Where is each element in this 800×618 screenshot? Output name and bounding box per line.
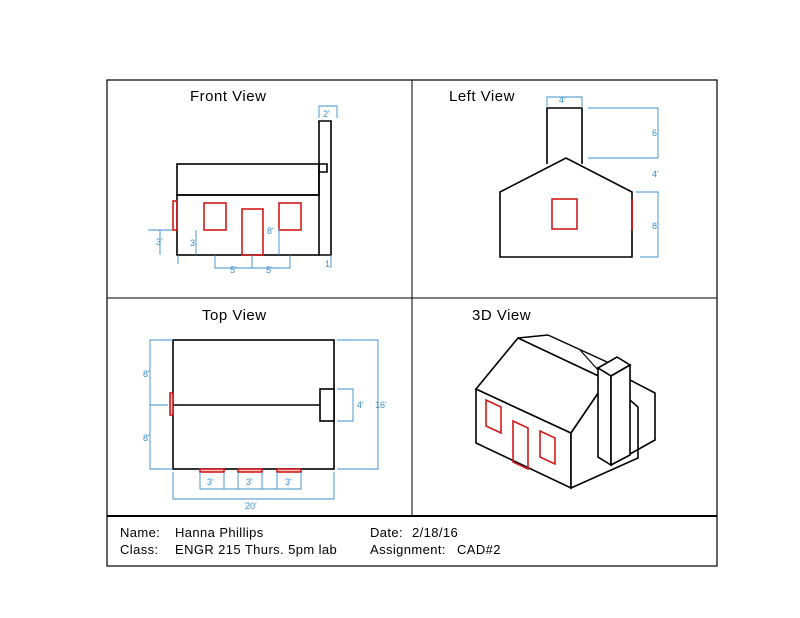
front-dim-offset: 1' <box>325 259 332 269</box>
top-dim-window-2: 3' <box>246 477 253 487</box>
left-dim-chimney-height: 6' <box>652 128 659 138</box>
front-dim-spacing-left: 5' <box>230 265 237 275</box>
iso-chimney-side <box>610 363 631 467</box>
iso-view: 3D View <box>472 307 656 490</box>
assignment-label: Assignment: <box>370 542 446 557</box>
front-view: Front View 2' 3' 3' 8' 5' 5' 1' <box>148 88 338 275</box>
date-label: Date: <box>370 525 403 540</box>
iso-chimney-front <box>597 366 612 467</box>
top-window-1 <box>199 468 225 473</box>
front-chimney <box>318 120 332 256</box>
top-dim-overall-depth: 16' <box>375 400 387 410</box>
top-window-2 <box>237 468 263 473</box>
top-view: Top View 8' 8' 4' 16' 3' 3' 3' 20' <box>143 307 387 511</box>
front-dim-door: 8' <box>267 226 274 236</box>
front-wall <box>176 194 320 256</box>
left-view: Left View 4' 6' 4' 8' <box>449 88 659 258</box>
iso-window-left <box>485 398 502 435</box>
front-window-left <box>203 202 227 231</box>
top-side-window <box>169 392 174 416</box>
front-dim-spacing-right: 5' <box>266 265 273 275</box>
top-dim-half-top: 8' <box>143 369 150 379</box>
left-dim-chimney-width: 4' <box>559 95 566 105</box>
date-value: 2/18/16 <box>412 525 458 540</box>
front-dim-side-window: 3' <box>156 237 163 247</box>
top-window-3 <box>276 468 302 473</box>
assignment-value: CAD#2 <box>457 542 501 557</box>
iso-window-right <box>539 429 556 466</box>
front-dim-window-height: 3' <box>190 238 197 248</box>
left-house-outline <box>499 157 633 258</box>
class-value: ENGR 215 Thurs. 5pm lab <box>175 542 337 557</box>
iso-view-title: 3D View <box>472 307 531 324</box>
top-dim-overall-width: 20' <box>245 501 257 511</box>
top-dim-half-bottom: 8' <box>143 433 150 443</box>
top-view-title: Top View <box>202 307 267 324</box>
name-label: Name: <box>120 525 160 540</box>
name-value: Hanna Phillips <box>175 525 264 540</box>
front-view-title: Front View <box>190 88 266 105</box>
left-view-title: Left View <box>449 88 515 105</box>
left-chimney <box>546 107 583 164</box>
left-window <box>551 198 578 230</box>
iso-chimney-back <box>629 379 656 455</box>
top-dim-window-3: 3' <box>285 477 292 487</box>
left-dim-roof-height: 4' <box>652 169 659 179</box>
top-dim-window-1: 3' <box>207 477 214 487</box>
top-chimney <box>319 388 335 422</box>
front-door <box>241 208 264 256</box>
front-roof-band <box>176 163 320 196</box>
iso-door <box>512 419 529 471</box>
class-label: Class: <box>120 542 159 557</box>
top-dim-chimney: 4' <box>357 400 364 410</box>
front-window-right <box>278 202 302 231</box>
title-block: Name: Hanna Phillips Class: ENGR 215 Thu… <box>120 525 501 557</box>
left-dim-wall-height: 8' <box>652 221 659 231</box>
front-dim-chimney: 2' <box>323 109 330 119</box>
front-side-window <box>172 200 178 231</box>
